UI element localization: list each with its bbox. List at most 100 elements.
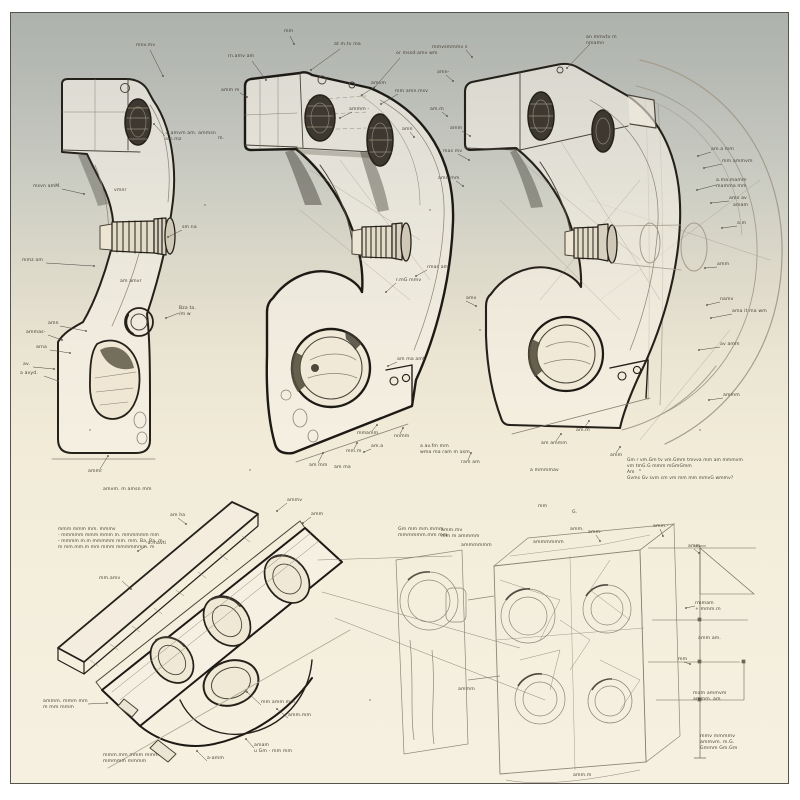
leader-dot [361,94,363,96]
leader-line [59,325,87,332]
leader-line [704,266,718,269]
leader-dot [196,750,198,752]
leader-line [245,738,255,749]
leader-dot [698,349,700,351]
annotation-label: amm.mm [288,713,312,718]
leader-dot [246,96,248,98]
annotation-label: am ha [170,513,186,518]
annotation-label: ram am [461,460,480,465]
annotation-label: amm m [221,88,240,93]
leader-dot [470,452,472,454]
leader-dot [710,317,712,319]
annotation-label: amm [366,431,379,436]
annotation-label: ama it ma wm [732,309,767,314]
leader-line [121,580,132,590]
leader-dot [566,67,568,69]
leader-line [361,85,377,96]
leader-dot [619,446,621,448]
annotation-label: amm.m [573,773,592,778]
leader-line [703,163,723,169]
annotation-label: amm [610,453,623,458]
annotation-label: a.m [737,221,747,226]
leader-dot [471,56,473,58]
annotation-label: amm. [570,527,584,532]
leader-dot [469,135,471,137]
annotation-label: amam [733,203,749,208]
leader-dot [697,155,699,157]
annotation-label: mm [284,29,294,34]
annotation-label: G. [572,510,578,515]
leader-dot [588,420,590,422]
annotation-label: amm [717,262,730,267]
leader-dot [83,193,85,195]
annotation-label: av amm [720,342,740,347]
leader-line [149,49,164,77]
leader-dot [167,236,169,238]
leader-dot [706,304,708,306]
leader-dot [662,535,664,537]
annotation-label: namv [720,297,734,302]
leader-line [445,74,454,82]
annotation-label: amn- [437,70,450,75]
annotation-label: ammm [723,393,740,398]
leader-line [310,48,341,71]
leader-line [246,691,262,706]
annotation-label: rmas amt [427,265,451,270]
leader-line [659,528,664,537]
annotation-label: mas mv [443,149,463,154]
annotation-label: mmm mmm mm. mmmv- mmmmm mmm mmm m. mmmmm… [58,527,163,550]
leader-line [276,708,289,719]
leader-dot [276,510,278,512]
annotation-label: rmmam+ mmm.m [695,601,721,613]
leader-line [566,43,591,69]
annotation-label: am.a [371,444,384,449]
annotation-label: mnv.mv [136,43,156,48]
leader-dot [245,738,247,740]
leader-dot [302,522,304,524]
annotation-label: mmz am [22,258,44,263]
leader-line [289,35,295,45]
leader-dot [710,202,712,204]
annotation-label: ammm - [349,107,370,112]
leader-line [196,750,208,762]
leader-dot [599,540,601,542]
leader-line [177,517,187,525]
annotation-label: mm amn.msv [395,89,429,94]
leader-line [409,131,415,138]
leader-line [45,262,95,267]
leader-line [710,200,730,204]
annotation-label: mm [538,504,548,509]
leader-line [465,49,473,58]
leader-line [721,225,738,229]
annotation-label: am.m [430,107,444,112]
annotation-label: a-amm [207,756,224,761]
annotation-label: av. [23,362,31,367]
leader-line [697,151,712,157]
leader-line [153,123,166,137]
leader-line [685,605,696,609]
leader-line [467,452,472,461]
leader-dot [452,80,454,82]
leader-line [683,661,691,665]
leader-dot [376,424,378,426]
leader-dot [137,550,139,552]
annotation-label: am mm [309,463,328,468]
leader-lines-layer [32,35,738,762]
annotation-label: sm na [182,225,197,230]
annotation-label: am ammm [541,441,568,446]
annotation-label: am.a mm [711,147,735,152]
leader-dot [446,115,448,117]
leader-line [49,349,71,354]
annotation-label: amv [466,296,477,301]
leader-dot [708,399,710,401]
annotation-label: am ma amt [397,357,425,362]
annotation-label: amvm [371,81,387,86]
leader-line [385,282,397,293]
